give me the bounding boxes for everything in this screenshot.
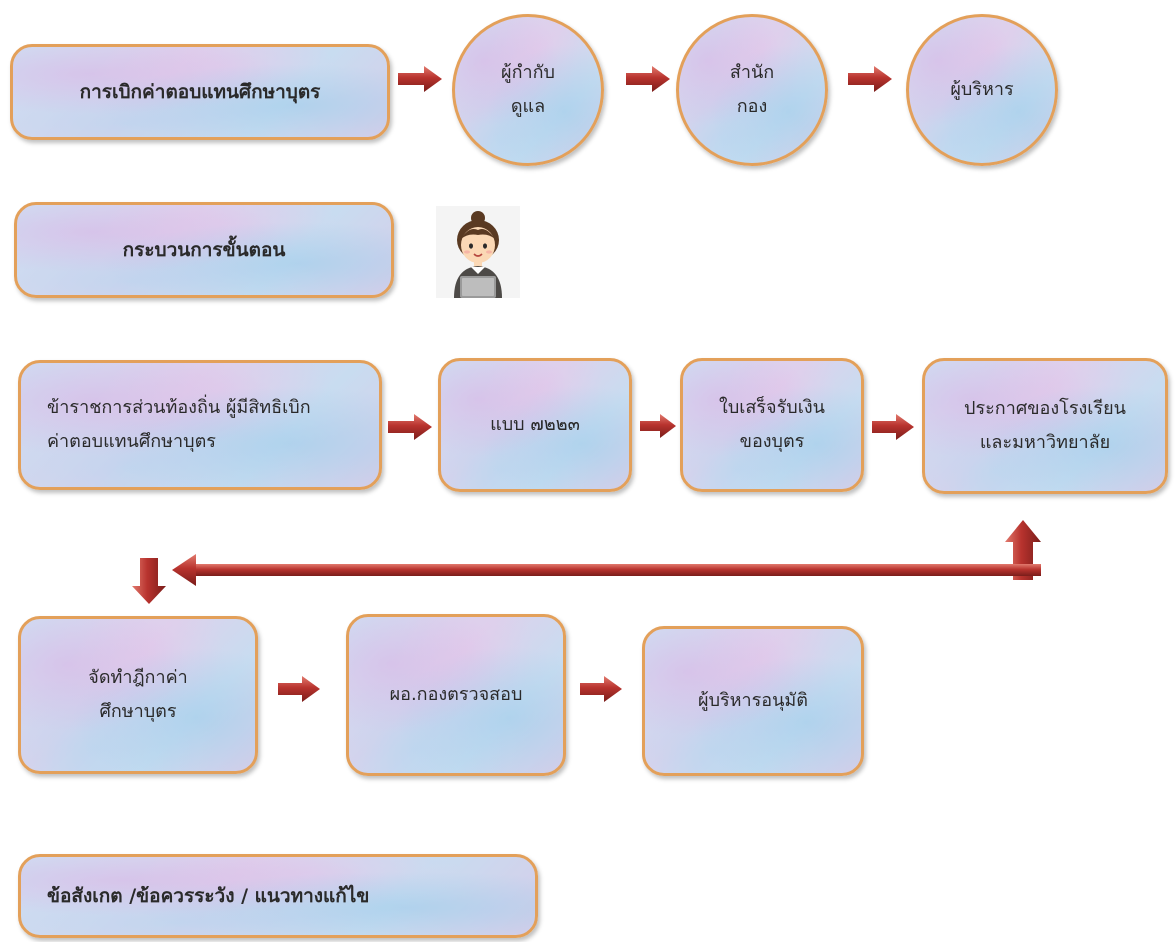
voucher-box: จัดทำฎีกาค่า ศึกษาบุตร	[18, 616, 258, 774]
executive-approval-label: ผู้บริหารอนุมัติ	[698, 689, 808, 711]
local-official-box: ข้าราชการส่วนท้องถิ่น ผู้มีสิทธิเบิก ค่า…	[18, 360, 382, 490]
arrow-right-6	[872, 414, 914, 440]
office-circle: สำนัก กอง	[676, 14, 828, 166]
return-connector-arrow	[132, 520, 1041, 604]
arrow-right-8	[580, 676, 622, 702]
school-announcement-box: ประกาศของโรงเรียน และมหาวิทยาลัย	[922, 358, 1168, 494]
process-label: กระบวนการขั้นตอน	[122, 238, 286, 261]
form-7223-box: แบบ ๗๒๒๓	[438, 358, 632, 492]
local-official-line-1: ข้าราชการส่วนท้องถิ่น ผู้มีสิทธิเบิก	[47, 396, 311, 418]
office-line-1: สำนัก	[729, 61, 775, 83]
supervisor-circle: ผู้กำกับ ดูแล	[452, 14, 604, 166]
receipt-line-2: ของบุตร	[739, 431, 805, 452]
woman-at-laptop-icon	[436, 206, 520, 298]
form-7223-label: แบบ ๗๒๒๓	[490, 413, 580, 435]
voucher-line-2: ศึกษาบุตร	[99, 701, 177, 722]
arrow-right-7	[278, 676, 320, 702]
supervisor-line-2: ดูแล	[510, 96, 546, 117]
arrow-right-3	[848, 66, 892, 92]
school-announcement-line-1: ประกาศของโรงเรียน	[964, 397, 1126, 419]
receipt-line-1: ใบเสร็จรับเงิน	[719, 396, 825, 418]
supervisor-line-1: ผู้กำกับ	[501, 61, 555, 83]
office-line-2: กอง	[736, 96, 768, 117]
arrow-right-2	[626, 66, 670, 92]
notes-box: ข้อสังเกต /ข้อควรระวัง / แนวทางแก้ไข	[18, 854, 538, 938]
title-box: การเบิกค่าตอบแทนศึกษาบุตร	[10, 44, 390, 140]
division-director-box: ผอ.กองตรวจสอบ	[346, 614, 566, 776]
arrow-right-1	[398, 66, 442, 92]
voucher-line-1: จัดทำฎีกาค่า	[88, 666, 188, 688]
school-announcement-line-2: และมหาวิทยาลัย	[979, 432, 1111, 453]
process-label-box: กระบวนการขั้นตอน	[14, 202, 394, 298]
arrow-right-5	[640, 414, 676, 438]
notes-label: ข้อสังเกต /ข้อควรระวัง / แนวทางแก้ไข	[47, 884, 370, 907]
receipt-box: ใบเสร็จรับเงิน ของบุตร	[680, 358, 864, 492]
executive-approval-box: ผู้บริหารอนุมัติ	[642, 626, 864, 776]
executive-circle: ผู้บริหาร	[906, 14, 1058, 166]
arrow-right-4	[388, 414, 432, 440]
executive-label: ผู้บริหาร	[950, 78, 1014, 100]
local-official-line-2: ค่าตอบแทนศึกษาบุตร	[47, 431, 216, 452]
division-director-label: ผอ.กองตรวจสอบ	[389, 683, 523, 705]
title-label: การเบิกค่าตอบแทนศึกษาบุตร	[79, 80, 321, 103]
